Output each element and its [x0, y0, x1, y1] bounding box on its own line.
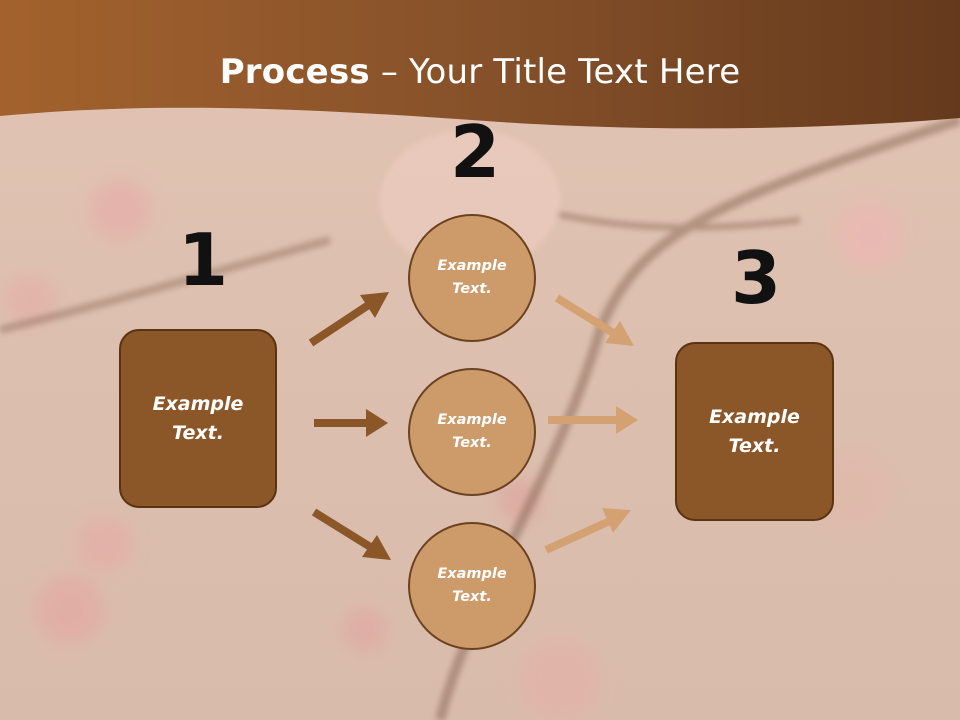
- step-2-top-label: Example Text.: [437, 258, 507, 297]
- arrow-top-to-3: [554, 294, 634, 346]
- title-rest: – Your Title Text Here: [369, 52, 741, 92]
- arrow-1-to-bottom: [311, 508, 391, 560]
- step-3-box: Example Text.: [675, 342, 834, 521]
- step-2-circle-top: Example Text.: [408, 214, 536, 342]
- step-2-circle-middle: Example Text.: [408, 368, 536, 496]
- step-2-middle-label: Example Text.: [437, 412, 507, 451]
- step-2-circle-bottom: Example Text.: [408, 522, 536, 650]
- arrow-bottom-to-3: [544, 508, 631, 554]
- title-bold: Process: [219, 52, 370, 92]
- step-1-number: 1: [178, 218, 229, 302]
- step-1-box: Example Text.: [119, 329, 277, 508]
- arrow-middle-to-3: [548, 406, 638, 434]
- slide-title: Process – Your Title Text Here: [0, 52, 960, 92]
- step-2-bottom-label: Example Text.: [437, 566, 507, 605]
- step-2-number: 2: [450, 110, 501, 194]
- step-3-label: Example Text.: [709, 405, 800, 457]
- step-3-number: 3: [731, 236, 782, 320]
- arrow-1-to-top: [308, 292, 389, 347]
- step-1-label: Example Text.: [152, 392, 244, 444]
- arrow-1-to-middle: [314, 409, 388, 437]
